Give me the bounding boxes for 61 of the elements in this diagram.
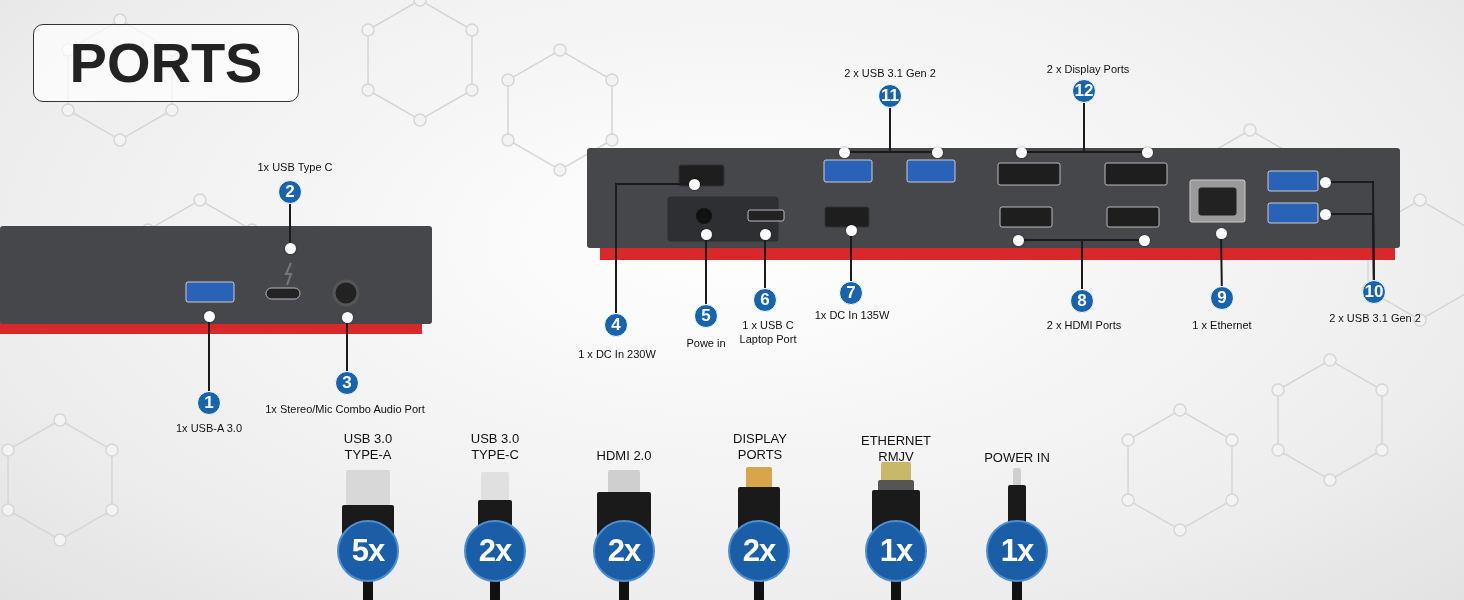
count-badge: 5x bbox=[337, 520, 399, 582]
cable-type-label: USB 3.0 TYPE-C bbox=[469, 431, 521, 463]
port-marker-dot bbox=[1138, 234, 1150, 246]
cable-type-label: USB 3.0 TYPE-A bbox=[342, 431, 394, 463]
port-marker-dot bbox=[203, 310, 215, 322]
leader-line bbox=[1329, 213, 1375, 281]
port-label: Powe in bbox=[685, 336, 727, 350]
port-marker-dot bbox=[284, 242, 296, 254]
callout-number: 7 bbox=[839, 281, 863, 305]
port-label: 2 x Display Ports bbox=[1045, 62, 1131, 76]
port-marker-dot bbox=[931, 146, 943, 158]
callout-number: 12 bbox=[1072, 79, 1096, 103]
port-label: 2 x USB 3.1 Gen 2 bbox=[843, 66, 937, 80]
callout-number: 10 bbox=[1362, 280, 1386, 304]
port-marker-dot bbox=[1015, 146, 1027, 158]
count-badge: 1x bbox=[986, 520, 1048, 582]
callout-number: 1 bbox=[197, 391, 221, 415]
cable-type-label: ETHERNET RMJV bbox=[859, 433, 933, 465]
leader-line bbox=[289, 203, 291, 244]
count-badge: 2x bbox=[593, 520, 655, 582]
callout-number: 6 bbox=[753, 288, 777, 312]
port-label: 1x Stereo/Mic Combo Audio Port bbox=[264, 402, 426, 416]
port-label: 1x USB-A 3.0 bbox=[174, 421, 243, 435]
cable-type-label: DISPLAY PORTS bbox=[732, 431, 788, 463]
port-marker-dot bbox=[759, 228, 771, 240]
port-label: 1 x USB C Laptop Port bbox=[738, 318, 798, 346]
callout-number: 3 bbox=[335, 371, 359, 395]
port-marker-dot bbox=[1141, 146, 1153, 158]
leader-line bbox=[208, 320, 210, 392]
count-badge: 2x bbox=[728, 520, 790, 582]
port-marker-dot bbox=[1215, 227, 1227, 239]
callout-number: 11 bbox=[878, 84, 902, 108]
callout-number: 8 bbox=[1070, 289, 1094, 313]
callout-number: 9 bbox=[1210, 286, 1234, 310]
callout-number: 4 bbox=[604, 313, 628, 337]
port-marker-dot bbox=[341, 311, 353, 323]
port-label: 1x DC In 135W bbox=[813, 308, 891, 322]
port-marker-dot bbox=[1012, 234, 1024, 246]
leader-line bbox=[764, 238, 766, 289]
callout-number: 2 bbox=[278, 180, 302, 204]
port-label: 1 x Ethernet bbox=[1191, 318, 1253, 332]
port-label: 2 x HDMI Ports bbox=[1045, 318, 1123, 332]
count-badge: 1x bbox=[865, 520, 927, 582]
leader-line bbox=[1220, 237, 1223, 287]
port-label: 1 x DC In 230W bbox=[577, 347, 657, 361]
count-badge: 2x bbox=[464, 520, 526, 582]
port-marker-dot bbox=[700, 228, 712, 240]
port-marker-dot bbox=[838, 146, 850, 158]
callout-number: 5 bbox=[694, 304, 718, 328]
leader-line bbox=[346, 321, 348, 372]
port-marker-dot bbox=[845, 224, 857, 236]
port-marker-dot bbox=[688, 178, 700, 190]
port-label: 1x USB Type C bbox=[256, 160, 334, 174]
title-heading: PORTS bbox=[33, 24, 299, 102]
leader-line bbox=[850, 234, 852, 282]
leader-line bbox=[705, 238, 707, 305]
port-label: 2 x USB 3.1 Gen 2 bbox=[1328, 311, 1422, 325]
cable-type-label: HDMI 2.0 bbox=[595, 448, 653, 464]
port-marker-dot bbox=[1319, 208, 1331, 220]
cable-type-label: POWER IN bbox=[983, 450, 1051, 466]
port-marker-dot bbox=[1319, 176, 1331, 188]
